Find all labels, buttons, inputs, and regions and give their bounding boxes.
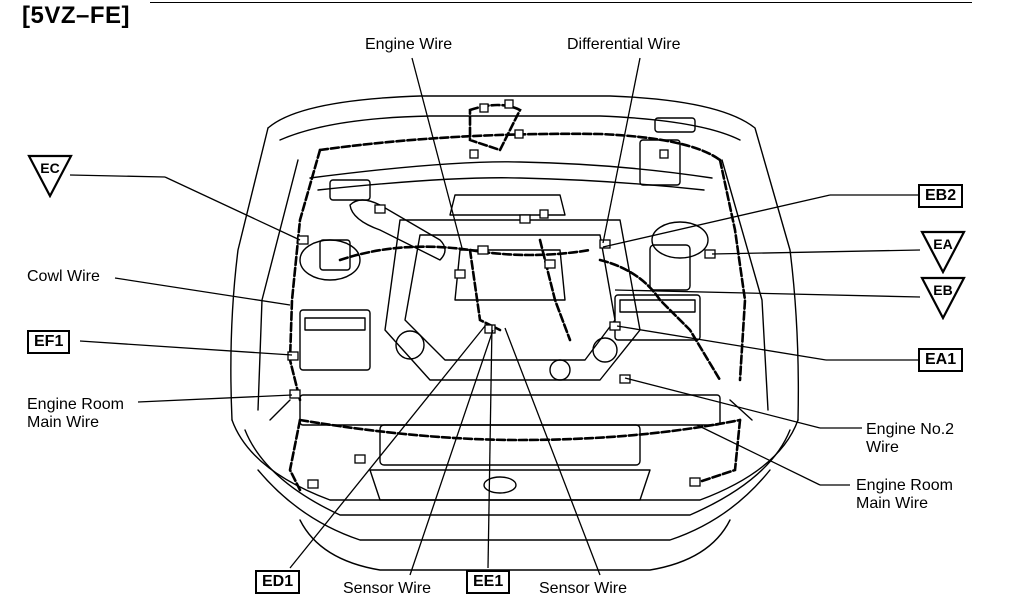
label-line-2: Wire [866,439,899,456]
connector-ec: EC [27,154,73,198]
label-cowl-wire: Cowl Wire [27,268,100,285]
connector-ea-code: EA [933,236,953,252]
diagram-title: [5VZ–FE] [22,2,131,29]
label-engine-no2-wire: Engine No.2 Wire [866,421,954,457]
connector-eb-code: EB [933,282,953,298]
connector-ea1: EA1 [918,348,964,372]
label-engine-room-main-wire-left: Engine Room Main Wire [27,396,124,432]
label-sensor-wire-left: Sensor Wire [343,580,432,597]
connector-ee1: EE1 [466,570,511,594]
label-line-1: Engine No.2 [866,421,955,438]
label-line-1: Engine Room [856,477,953,494]
connector-ef1: EF1 [27,330,71,354]
label-differential-wire: Differential Wire [567,36,681,53]
triangle-icon [27,154,73,198]
label-line-1: Engine Room [27,396,124,413]
triangle-icon [920,230,966,274]
connector-eb2: EB2 [918,184,964,208]
connector-eb: EB [920,276,966,320]
label-engine-wire: Engine Wire [365,36,453,53]
header-rule [150,2,972,3]
label-sensor-wire-right: Sensor Wire [539,580,628,597]
label-line-2: Main Wire [856,495,929,512]
connector-ec-code: EC [40,160,60,176]
triangle-icon [920,276,966,320]
label-line-2: Main Wire [27,414,100,431]
connector-ea: EA [920,230,966,274]
label-engine-room-main-wire-right: Engine Room Main Wire [856,477,953,513]
connector-ed1: ED1 [255,570,301,594]
